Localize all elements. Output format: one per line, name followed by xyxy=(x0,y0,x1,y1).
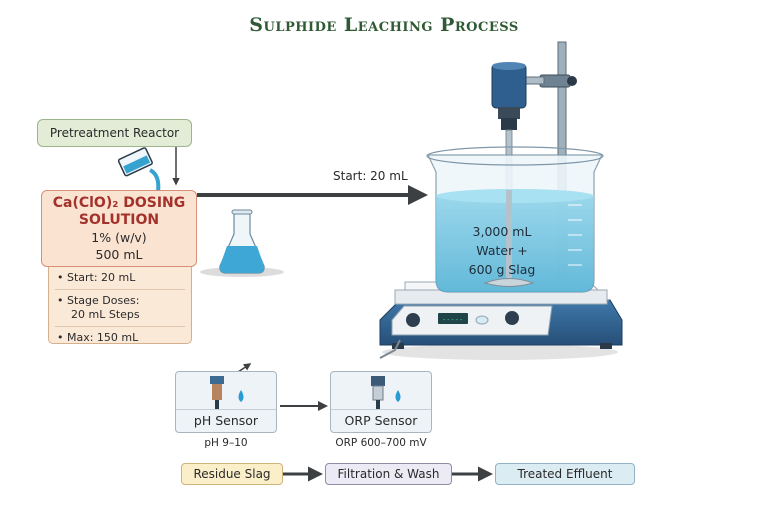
pretreatment-reactor-text: Pretreatment Reactor xyxy=(49,126,180,140)
ph-sensor-card: pH Sensor xyxy=(175,371,277,433)
reactor-water: Water + xyxy=(476,243,528,258)
dosing-name-line2: SOLUTION xyxy=(78,211,160,228)
orp-range: ORP 600–700 mV xyxy=(335,437,427,449)
ph-sensor-label: pH Sensor xyxy=(176,409,276,432)
dosing-step-max: • Max: 150 mL xyxy=(57,331,139,344)
dosing-concentration: 1% (w/v) xyxy=(91,229,147,245)
dosing-step-stage-label: • Stage Doses: xyxy=(57,294,140,307)
pretreatment-reactor-label: Pretreatment Reactor xyxy=(37,119,192,147)
feed-arrow-label: Start: 20 mL xyxy=(333,169,408,183)
dosing-steps-list: • Start: 20 mL • Stage Doses: 20 mL Step… xyxy=(48,264,192,344)
reactor-volume: 3,000 mL xyxy=(472,224,532,239)
reactor-contents: 3,000 mL Water + 600 g Slag xyxy=(452,222,552,279)
orp-sensor-card: ORP Sensor xyxy=(330,371,432,433)
dosing-solution-box: Ca(ClO)₂ DOSING SOLUTION 1% (w/v) 500 mL xyxy=(41,190,197,267)
ph-probe-icon xyxy=(210,376,244,409)
flow-filtration-wash: Filtration & Wash xyxy=(325,463,452,485)
dosing-name-line1: Ca(ClO)₂ DOSING xyxy=(52,194,186,211)
sensor-cable xyxy=(379,339,401,359)
reactor-slag: 600 g Slag xyxy=(468,262,536,277)
water-drop-icon xyxy=(238,390,244,402)
dosing-volume: 500 mL xyxy=(95,246,143,262)
pouring-cup-icon xyxy=(117,147,153,177)
dosing-step-stage: • Stage Doses: 20 mL Steps xyxy=(55,290,185,327)
beaker-icon xyxy=(426,146,604,293)
flow-treated-effluent: Treated Effluent xyxy=(495,463,635,485)
dosing-step-start: • Start: 20 mL xyxy=(55,267,185,290)
flow-residue-slag: Residue Slag xyxy=(181,463,283,485)
flask-icon xyxy=(200,209,284,277)
hotplate-icon: ----- xyxy=(379,281,623,360)
svg-text:-----: ----- xyxy=(442,316,463,324)
ph-range: pH 9–10 xyxy=(204,437,248,449)
water-drop-icon xyxy=(395,390,401,402)
orp-probe-icon xyxy=(371,376,401,409)
orp-sensor-label: ORP Sensor xyxy=(331,409,431,432)
ph-top-arrow xyxy=(237,363,252,373)
dosing-step-stage-value: 20 mL Steps xyxy=(71,308,140,321)
pour-stream xyxy=(148,168,161,193)
page-title: Sulphide Leaching Process xyxy=(249,14,519,36)
